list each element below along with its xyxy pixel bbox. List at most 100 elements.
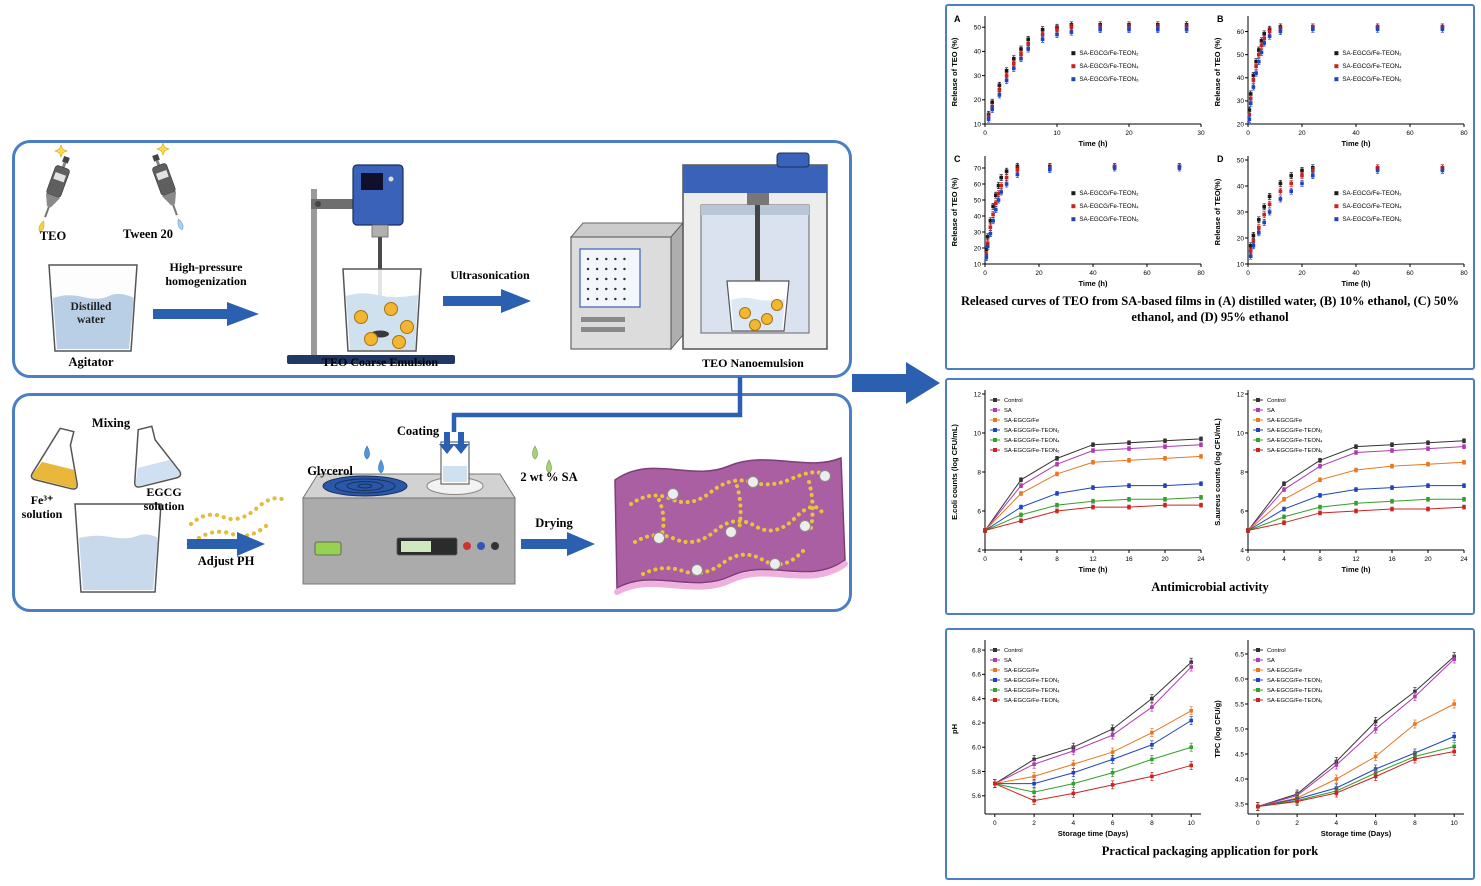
svg-text:Time (h): Time (h) bbox=[1078, 279, 1108, 288]
svg-text:3.5: 3.5 bbox=[1234, 801, 1243, 808]
film-casting-graphic bbox=[30, 425, 848, 595]
svg-text:D: D bbox=[1217, 154, 1224, 164]
spark-icon bbox=[156, 143, 170, 156]
svg-text:SA-EGCG/Fe-TEON₂: SA-EGCG/Fe-TEON₂ bbox=[1004, 678, 1059, 684]
nanoemulsion-preparation-panel: TEO Tween 20 Distilled water Agitator Hi… bbox=[12, 140, 852, 378]
svg-text:SA: SA bbox=[1267, 408, 1275, 414]
svg-text:40: 40 bbox=[1089, 270, 1097, 277]
svg-text:S.aureus counts (log CFU/mL): S.aureus counts (log CFU/mL) bbox=[1213, 418, 1222, 526]
svg-text:SA-EGCG/Fe-TEON₂: SA-EGCG/Fe-TEON₂ bbox=[1079, 190, 1139, 197]
svg-text:SA-EGCG/Fe-TEON₄: SA-EGCG/Fe-TEON₄ bbox=[1342, 203, 1402, 210]
svg-text:60: 60 bbox=[1143, 270, 1151, 277]
svg-text:5.6: 5.6 bbox=[971, 793, 980, 800]
oil-droplets-icon bbox=[739, 299, 783, 331]
pipette-teo-icon bbox=[38, 155, 70, 233]
svg-text:SA-EGCG/Fe-TEON₂: SA-EGCG/Fe-TEON₂ bbox=[1267, 678, 1322, 684]
svg-text:Control: Control bbox=[1267, 398, 1286, 404]
svg-text:60: 60 bbox=[973, 181, 981, 188]
svg-text:SA-EGCG/Fe-TEON₄: SA-EGCG/Fe-TEON₄ bbox=[1004, 688, 1060, 694]
svg-text:SA-EGCG/Fe-TEON₆: SA-EGCG/Fe-TEON₆ bbox=[1079, 216, 1139, 223]
svg-text:SA-EGCG/Fe-TEON₄: SA-EGCG/Fe-TEON₄ bbox=[1079, 63, 1139, 70]
svg-text:20: 20 bbox=[1161, 556, 1169, 563]
svg-text:5.8: 5.8 bbox=[971, 769, 980, 776]
overhead-stirrer bbox=[287, 164, 455, 364]
label-distilled-water: Distilled water bbox=[70, 301, 112, 327]
svg-text:8: 8 bbox=[1240, 469, 1244, 476]
arrow-drying bbox=[521, 532, 595, 556]
svg-text:4.5: 4.5 bbox=[1234, 751, 1243, 758]
caption-release: Released curves of TEO from SA-based fil… bbox=[960, 294, 1459, 325]
svg-text:SA-EGCG/Fe-TEON₆: SA-EGCG/Fe-TEON₆ bbox=[1079, 76, 1139, 83]
svg-text:10: 10 bbox=[1450, 820, 1458, 827]
svg-text:6.6: 6.6 bbox=[971, 672, 980, 679]
label-tween20: Tween 20 bbox=[122, 227, 174, 241]
label-egcg-solution: EGCG solution bbox=[143, 485, 185, 513]
svg-text:80: 80 bbox=[1460, 270, 1468, 277]
glycerol-drops-icon bbox=[364, 445, 384, 474]
label-sa: 2 wt % SA bbox=[520, 470, 578, 484]
svg-text:SA-EGCG/Fe-TEON₄: SA-EGCG/Fe-TEON₄ bbox=[1342, 63, 1402, 70]
svg-text:70: 70 bbox=[973, 165, 981, 172]
svg-text:20: 20 bbox=[1125, 130, 1133, 137]
svg-text:30: 30 bbox=[1197, 130, 1205, 137]
svg-text:Control: Control bbox=[1004, 648, 1023, 654]
svg-text:20: 20 bbox=[1424, 556, 1432, 563]
svg-text:6: 6 bbox=[1240, 508, 1244, 515]
svg-text:SA-EGCG/Fe: SA-EGCG/Fe bbox=[1267, 668, 1302, 674]
svg-text:8: 8 bbox=[1318, 556, 1322, 563]
caption-antimicrobial: Antimicrobial activity bbox=[1151, 580, 1269, 594]
spark-icon bbox=[54, 144, 68, 158]
label-mixing: Mixing bbox=[91, 416, 131, 430]
svg-text:80: 80 bbox=[1460, 130, 1468, 137]
svg-text:SA-EGCG/Fe-TEON₄: SA-EGCG/Fe-TEON₄ bbox=[1004, 438, 1060, 444]
svg-text:4: 4 bbox=[1334, 820, 1338, 827]
sa-drops-icon bbox=[532, 445, 552, 474]
label-teo: TEO bbox=[39, 229, 67, 243]
svg-text:0: 0 bbox=[1256, 820, 1260, 827]
svg-text:10: 10 bbox=[1053, 130, 1061, 137]
svg-text:0: 0 bbox=[1246, 270, 1250, 277]
label-drying: Drying bbox=[535, 516, 573, 530]
svg-text:2: 2 bbox=[1032, 820, 1036, 827]
svg-text:40: 40 bbox=[973, 49, 981, 56]
svg-text:0: 0 bbox=[983, 556, 987, 563]
svg-text:4: 4 bbox=[1071, 820, 1075, 827]
arrow-adjust-ph bbox=[187, 532, 265, 556]
svg-text:20: 20 bbox=[1236, 235, 1244, 242]
svg-text:12: 12 bbox=[1352, 556, 1360, 563]
svg-text:C: C bbox=[954, 154, 961, 164]
svg-text:16: 16 bbox=[1388, 556, 1396, 563]
flask-fe-solution bbox=[30, 427, 78, 490]
svg-text:SA-EGCG/Fe-TEON₂: SA-EGCG/Fe-TEON₂ bbox=[1342, 190, 1402, 197]
svg-text:8: 8 bbox=[1055, 556, 1059, 563]
svg-text:24: 24 bbox=[1460, 556, 1468, 563]
svg-text:Time (h): Time (h) bbox=[1341, 565, 1371, 574]
svg-text:30: 30 bbox=[973, 229, 981, 236]
label-glycerol: Glycerol bbox=[307, 464, 353, 478]
svg-text:SA-EGCG/Fe: SA-EGCG/Fe bbox=[1267, 418, 1302, 424]
svg-text:SA: SA bbox=[1267, 658, 1275, 664]
svg-text:50: 50 bbox=[1236, 157, 1244, 164]
svg-text:Release of TEO (%): Release of TEO (%) bbox=[950, 177, 959, 246]
svg-text:8: 8 bbox=[1150, 820, 1154, 827]
svg-text:60: 60 bbox=[1406, 270, 1414, 277]
svg-text:B: B bbox=[1217, 14, 1224, 24]
svg-text:80: 80 bbox=[1197, 270, 1205, 277]
svg-text:6.4: 6.4 bbox=[971, 696, 980, 703]
svg-text:Time (h): Time (h) bbox=[1078, 139, 1108, 148]
caption-packaging: Practical packaging application for pork bbox=[1101, 844, 1319, 858]
svg-text:6.5: 6.5 bbox=[1234, 651, 1243, 658]
svg-text:Release of TEO (%): Release of TEO (%) bbox=[950, 37, 959, 106]
label-adjust-ph: Adjust PH bbox=[197, 554, 255, 568]
svg-text:20: 20 bbox=[1035, 270, 1043, 277]
svg-text:12: 12 bbox=[973, 391, 981, 398]
svg-text:30: 30 bbox=[1236, 209, 1244, 216]
svg-text:Time (h): Time (h) bbox=[1341, 139, 1371, 148]
